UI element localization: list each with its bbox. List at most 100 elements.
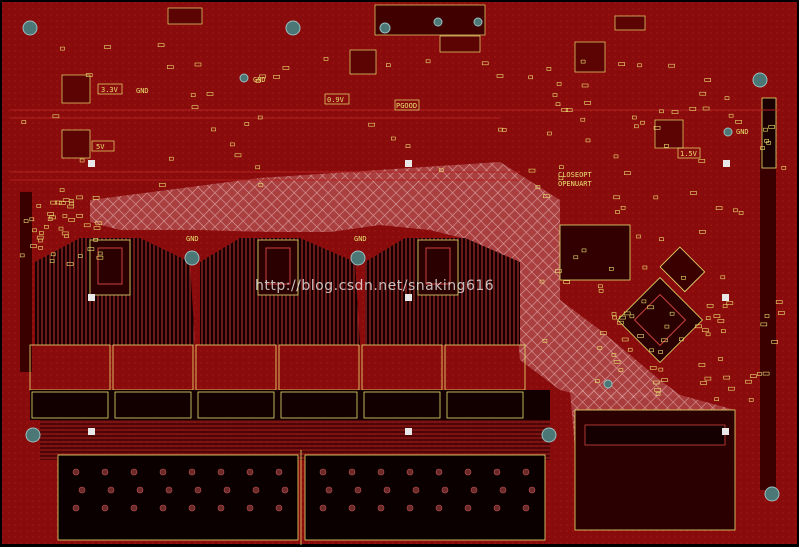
smd-part	[44, 225, 49, 229]
smd-part	[546, 67, 552, 71]
smd-part	[230, 142, 235, 147]
smd-part	[561, 108, 568, 112]
watermark-text: http://blog.csdn.net/snaking616	[255, 278, 494, 294]
connector-pins	[72, 468, 536, 512]
smd-part	[695, 324, 702, 329]
smd-part	[713, 314, 721, 318]
smd-part	[717, 319, 725, 323]
connector-pin	[354, 486, 362, 494]
smd-part	[647, 305, 654, 310]
smd-part	[706, 303, 714, 308]
smd-part	[58, 201, 66, 205]
smd-part	[438, 168, 444, 173]
test-pads	[88, 160, 730, 435]
smd-part	[763, 127, 768, 132]
smd-part	[664, 324, 670, 329]
smd-part	[720, 329, 726, 333]
smd-part	[79, 158, 85, 163]
dark-channel	[20, 192, 32, 372]
smd-part	[733, 208, 738, 213]
fanout-block-3	[365, 238, 520, 345]
smd-part	[23, 219, 29, 223]
smd-part	[636, 234, 641, 239]
smd-part	[542, 338, 548, 343]
smd-part	[654, 387, 661, 392]
smd-part	[669, 311, 675, 316]
smd-part	[49, 259, 55, 263]
smd-part	[738, 211, 744, 215]
smd-part	[50, 200, 58, 205]
smd-part	[745, 379, 752, 384]
smd-part	[528, 75, 534, 80]
smd-part	[49, 215, 56, 220]
smd-part	[19, 253, 25, 258]
fanout-block-1	[35, 238, 195, 345]
smd-part	[169, 156, 174, 161]
smd-part	[67, 204, 74, 209]
smd-part	[66, 262, 74, 266]
smd-part	[558, 176, 564, 180]
silk-label-gnd: GND	[253, 76, 266, 84]
smd-part	[619, 315, 626, 320]
smd-part	[611, 312, 617, 316]
smd-part	[36, 235, 44, 240]
smd-part	[661, 378, 668, 382]
smd-part	[728, 113, 734, 118]
smd-part	[723, 375, 731, 380]
smd-part	[554, 269, 562, 273]
smd-part	[390, 136, 396, 141]
smd-part	[618, 368, 624, 373]
connector-pin	[464, 468, 472, 476]
smd-part	[678, 337, 684, 342]
smd-part	[698, 363, 706, 367]
smd-part	[96, 255, 104, 260]
connector-pin	[130, 468, 138, 476]
fanout-block-2	[200, 238, 360, 345]
soc-chip	[617, 277, 703, 363]
connector-pin	[528, 486, 536, 494]
smd-part	[623, 311, 631, 316]
smd-part	[585, 138, 591, 143]
smd-part	[597, 284, 603, 289]
hatched-plane	[90, 162, 680, 400]
connector-pin	[72, 504, 80, 512]
dark-channel	[760, 150, 776, 490]
smd-part	[728, 386, 735, 391]
magnetics-dark	[30, 390, 550, 420]
smd-part	[60, 46, 65, 51]
smd-part	[637, 334, 644, 338]
smd-part	[704, 376, 712, 381]
connector-pin	[406, 504, 414, 512]
smd-part	[699, 91, 707, 96]
smd-part	[255, 165, 260, 170]
smd-part	[581, 248, 587, 253]
smd-part	[764, 314, 770, 318]
smd-part	[547, 131, 552, 136]
smd-part	[584, 101, 591, 105]
smd-part	[631, 115, 637, 120]
smd-part	[93, 226, 101, 230]
silk-label-gnd: GND	[136, 87, 149, 95]
smd-part	[775, 300, 783, 304]
connector-pin	[319, 468, 327, 476]
smd-part	[95, 221, 103, 226]
smd-part	[689, 107, 697, 111]
smd-part	[481, 61, 489, 66]
silk-label-openuart: OPENUART	[558, 180, 593, 188]
smd-part	[629, 314, 635, 319]
smd-part	[68, 199, 74, 203]
smd-part	[640, 120, 645, 125]
smd-part	[58, 226, 64, 231]
smd-part	[83, 223, 91, 228]
smd-part	[59, 188, 65, 192]
smd-part	[85, 73, 93, 77]
smd-part	[735, 120, 742, 124]
connector-pin	[348, 468, 356, 476]
smd-part	[714, 397, 719, 402]
smd-part	[558, 165, 564, 169]
smd-part	[698, 159, 706, 163]
smd-part	[642, 265, 648, 270]
smd-part	[724, 96, 730, 100]
smd-part	[87, 247, 95, 251]
smd-part	[659, 237, 664, 241]
